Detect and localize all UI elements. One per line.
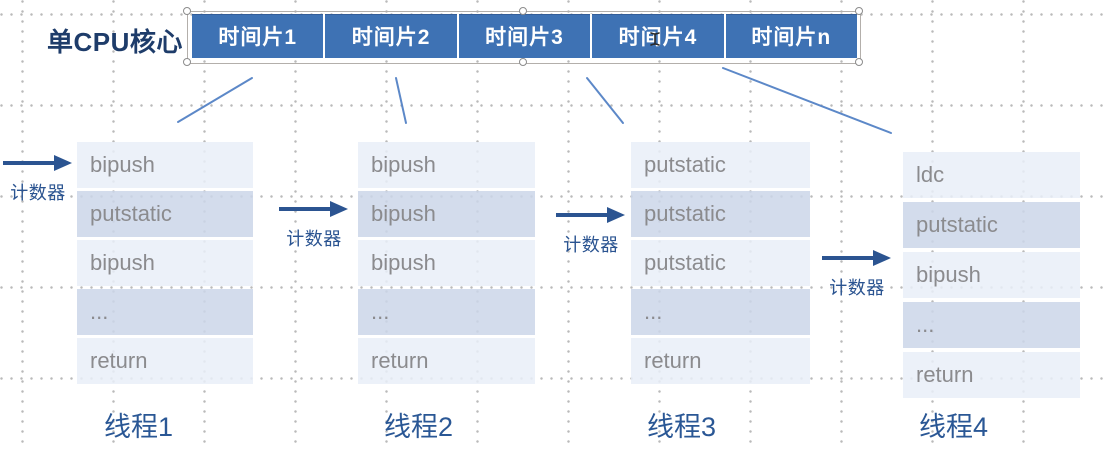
instruction-row[interactable]: putstatic [77,191,253,237]
instruction-row[interactable]: ... [631,289,810,335]
connector-slice4-thread4 [722,67,892,134]
selection-handle-bottom-middle[interactable] [519,58,527,66]
selection-handle-top-middle[interactable] [519,7,527,15]
program-counter-thread-2: 计数器 [276,198,352,251]
connector-slice3-thread3 [586,77,624,124]
instruction-row[interactable]: return [77,338,253,384]
counter-label: 计数器 [829,278,885,298]
thread-3-label: 线程3 [647,412,717,442]
thread-1-column: bipush putstatic bipush ... return [77,142,253,387]
selection-handle-top-left[interactable] [183,7,191,15]
instruction-row[interactable]: bipush [77,142,253,188]
instruction-row[interactable]: return [903,352,1080,398]
counter-arrow-icon [3,155,72,171]
instruction-row[interactable]: return [358,338,535,384]
connector-slice2-thread2 [395,77,407,124]
text-cursor-pointer [650,32,660,46]
thread-4-label: 线程4 [919,412,989,442]
time-slice-cell-n[interactable]: 时间片n [751,26,832,49]
instruction-row[interactable]: putstatic [903,202,1080,248]
instruction-row[interactable]: putstatic [631,191,810,237]
counter-arrow-icon [279,201,348,217]
program-counter-thread-3: 计数器 [553,204,629,257]
counter-arrow-icon [822,250,891,266]
time-slice-cell-1[interactable]: 时间片1 [192,14,326,58]
instruction-row[interactable]: ... [358,289,535,335]
instruction-row[interactable]: putstatic [631,142,810,188]
instruction-row[interactable]: ... [903,302,1080,348]
instruction-row[interactable]: ldc [903,152,1080,198]
instruction-row[interactable]: ... [77,289,253,335]
instruction-row[interactable]: bipush [358,240,535,286]
counter-label: 计数器 [286,229,342,249]
connector-slice1-thread1 [177,77,253,123]
counter-label: 计数器 [563,235,619,255]
cpu-core-label: 单CPU核心 [47,27,183,57]
thread-2-column: bipush bipush bipush ... return [358,142,535,387]
time-slice-cell-3[interactable]: 时间片3 [459,14,593,58]
time-slice-cell-2[interactable]: 时间片2 [325,14,459,58]
selection-handle-bottom-right[interactable] [855,58,863,66]
instruction-row[interactable]: putstatic [631,240,810,286]
selection-handle-bottom-left[interactable] [183,58,191,66]
instruction-row[interactable]: return [631,338,810,384]
program-counter-thread-1: 计数器 [0,152,76,205]
thread-2-label: 线程2 [384,412,454,442]
time-slice-bar[interactable]: 时间片1 时间片2 时间片3 时间片4 时间片n [192,14,857,58]
instruction-row[interactable]: bipush [358,142,535,188]
instruction-row[interactable]: bipush [77,240,253,286]
thread-3-column: putstatic putstatic putstatic ... return [631,142,810,387]
counter-arrow-icon [556,207,625,223]
thread-1-label: 线程1 [104,412,174,442]
instruction-row[interactable]: bipush [358,191,535,237]
instruction-row[interactable]: bipush [903,252,1080,298]
thread-4-column: ldc putstatic bipush ... return [903,152,1080,402]
program-counter-thread-4: 计数器 [819,247,895,300]
selection-handle-top-right[interactable] [855,7,863,15]
time-slice-cell-4[interactable]: 时间片4 [592,14,726,58]
counter-label: 计数器 [10,183,66,203]
